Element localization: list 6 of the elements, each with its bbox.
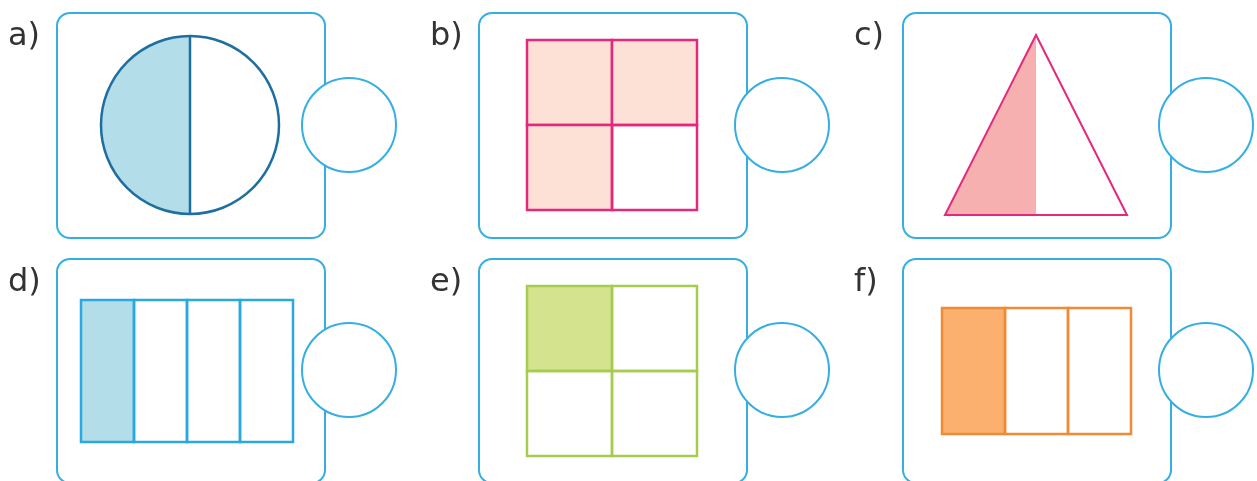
exercise-letter: e) [430,264,463,296]
exercise-letter: d) [8,264,41,296]
exercise-letter: c) [854,18,885,50]
exercise-letter: b) [430,18,463,50]
exercise-letter: f) [854,264,878,296]
exercise-letter: a) [8,18,41,50]
